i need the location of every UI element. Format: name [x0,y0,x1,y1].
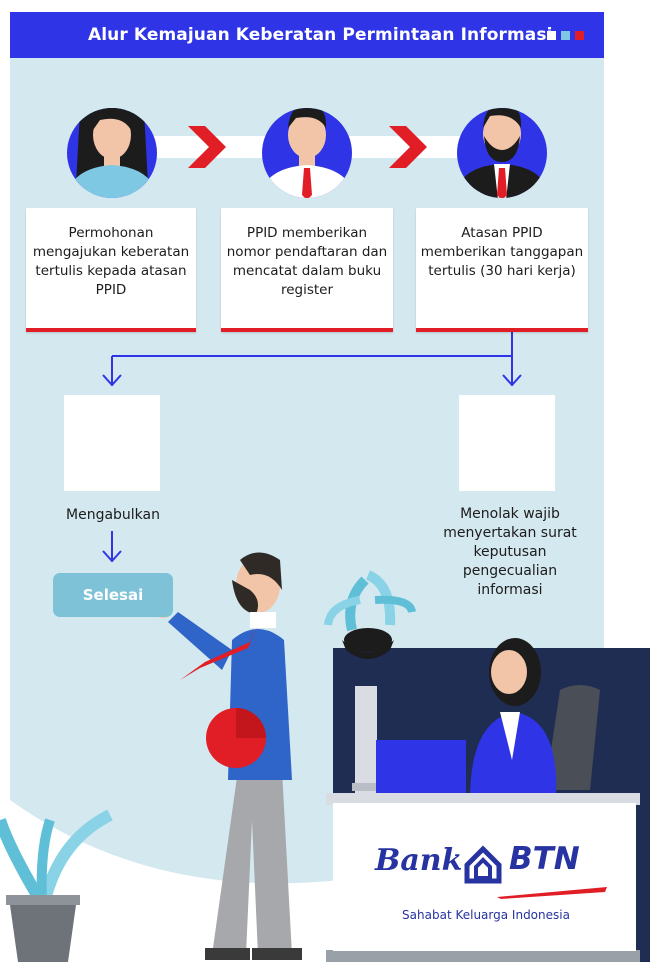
accept-label: Mengabulkan [66,507,160,523]
chevron-right-icon [188,126,226,168]
ppid-supervisor-avatar-icon [457,108,547,198]
page-title: Alur Kemajuan Keberatan Permintaan Infor… [88,25,553,45]
applicant-avatar-icon [67,108,157,198]
step-card-2: PPID memberikan nomor pendaftaran dan me… [221,208,393,332]
bank-logo-icon [464,845,502,884]
flow-connectors [102,332,522,563]
chair-icon [545,685,600,790]
ppid-officer-avatar-icon [262,108,352,198]
plant-icon [0,809,113,962]
receptionist-illustration [470,638,557,800]
reject-label: Menolak wajib menyertakan surat keputusa… [443,506,577,598]
plant-icon [324,570,416,659]
header-square-cyan [561,31,570,40]
step-card-3: Atasan PPID memberikan tanggapan tertuli… [416,208,588,332]
step-card-1: Permohonan mengajukan keberatan tertulis… [26,208,196,332]
reject-doc-box [459,395,555,491]
logo-swoosh [497,887,607,899]
header-bar: Alur Kemajuan Keberatan Permintaan Infor… [10,12,604,58]
step-text: PPID memberikan nomor pendaftaran dan me… [226,225,388,298]
brand-btn-text: BTN [509,841,580,877]
brand-bank-text: Bank [375,843,463,878]
chevron-right-icon [389,126,427,168]
desk-counter [326,793,640,805]
businessman-illustration [153,552,302,960]
brand-tagline: Sahabat Keluarga Indonesia [402,908,570,922]
step-text: Atasan PPID memberikan tanggapan tertuli… [420,225,584,279]
header-square-white [547,31,556,40]
done-button[interactable]: Selesai [53,573,173,617]
header-square-red [575,31,584,40]
desk-panel [376,740,466,796]
bank-logo-panel: Bank BTN Sahabat Keluarga Indonesia [333,803,636,951]
approve-doc-box [64,395,160,491]
step-text: Permohonan mengajukan keberatan tertulis… [32,225,190,298]
monitor-icon [355,686,377,794]
